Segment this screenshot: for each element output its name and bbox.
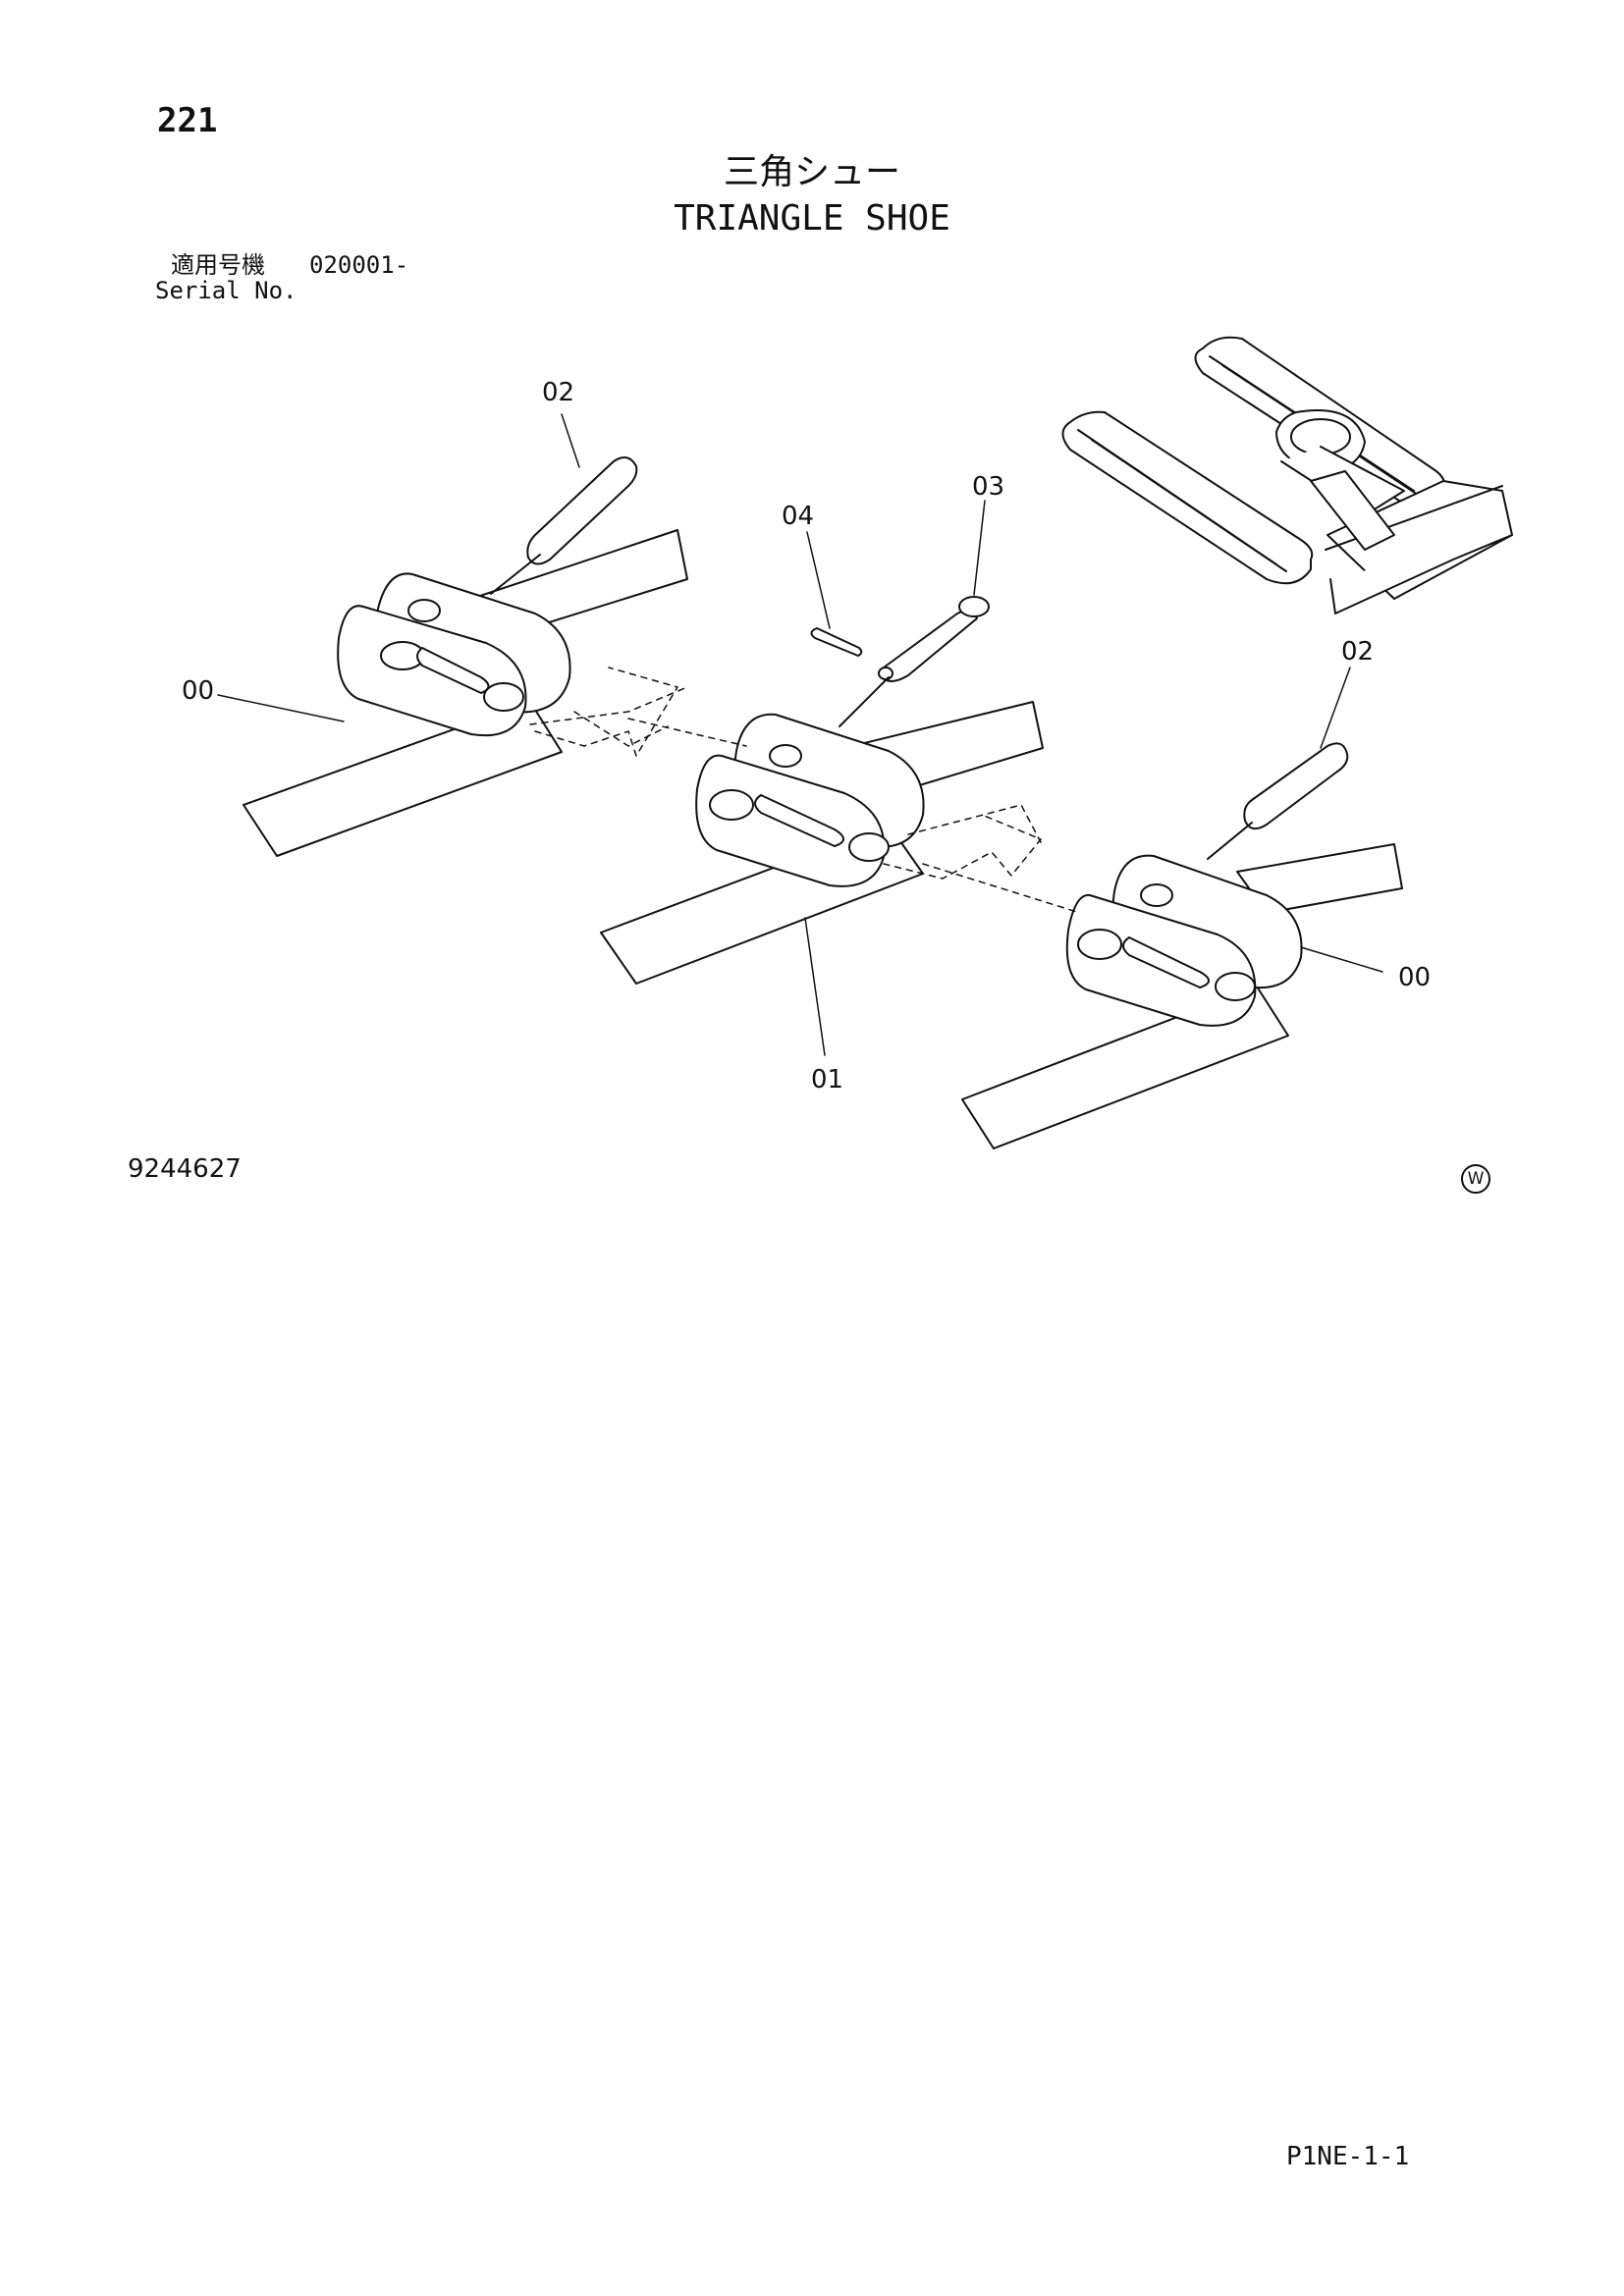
copyright-mark: W (1461, 1164, 1490, 1194)
page-title-japanese: 三角シュー (723, 152, 900, 192)
assembly-guide-lines (529, 667, 1081, 914)
callout-cotter-pin: 04 (782, 502, 814, 531)
serial-value: 020001- (309, 251, 409, 279)
pin-left-guide (490, 554, 541, 595)
callout-pin-left: 02 (542, 378, 574, 407)
cotter-pin (810, 627, 863, 657)
page-number: 221 (157, 101, 218, 140)
callout-pin-right: 02 (1341, 637, 1374, 667)
page-code: P1NE-1-1 (1286, 2142, 1410, 2171)
callout-shoe-left: 00 (182, 676, 214, 706)
callout-leaders (217, 413, 1383, 1056)
page-title-english: TRIANGLE SHOE (674, 198, 950, 239)
serial-label-english: Serial No. (155, 277, 298, 304)
link-right (1065, 854, 1303, 1027)
pin-left (526, 456, 638, 565)
pin-right-guide (1207, 822, 1253, 860)
pin-main (878, 596, 990, 682)
pin-right (1243, 742, 1349, 830)
pin-main-guide (839, 676, 890, 727)
link-left (337, 572, 571, 737)
machine-undercarriage-thumbnail (1061, 336, 1513, 614)
serial-label-japanese: 適用号機 (171, 251, 265, 279)
callout-shoe-center: 01 (811, 1065, 843, 1095)
callout-pin-main: 03 (972, 472, 1004, 502)
drawing-number: 9244627 (128, 1154, 242, 1184)
callout-shoe-right: 00 (1398, 963, 1431, 992)
link-center (695, 713, 925, 887)
